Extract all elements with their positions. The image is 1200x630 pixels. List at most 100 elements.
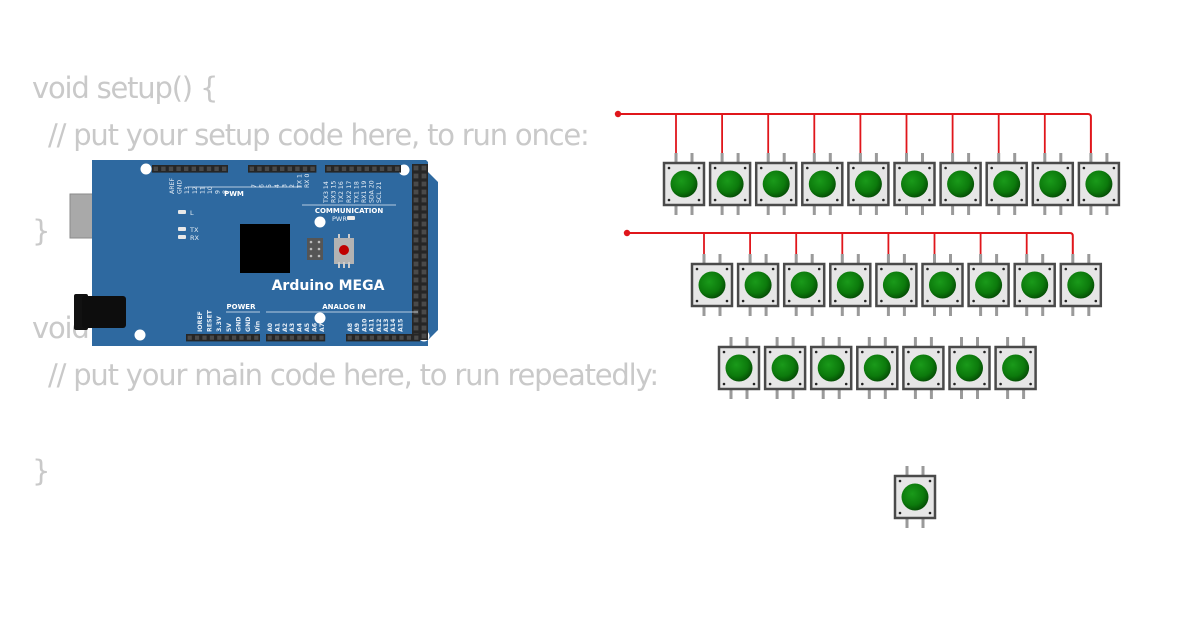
pin-label: A5 xyxy=(304,323,311,332)
led-l-label: L xyxy=(190,209,194,217)
pin-label: 3 xyxy=(281,184,288,188)
button-cap[interactable] xyxy=(901,483,929,511)
pushbutton[interactable] xyxy=(763,337,807,399)
pushbutton[interactable] xyxy=(1013,254,1056,316)
button-cap[interactable] xyxy=(698,271,726,299)
pin-label: 11 xyxy=(199,186,206,194)
button-cap[interactable] xyxy=(1039,170,1067,198)
pushbutton[interactable] xyxy=(847,153,890,215)
code-line: // put your setup code here, to run once… xyxy=(32,118,590,152)
digital-header-top xyxy=(152,165,401,173)
pushbutton[interactable] xyxy=(708,153,752,215)
pin-label: 6 xyxy=(259,184,266,188)
mounting-hole xyxy=(134,329,146,341)
pushbutton[interactable] xyxy=(717,337,761,399)
pin-label: SCL 21 xyxy=(376,181,383,203)
pushbutton[interactable] xyxy=(939,153,982,215)
pushbutton[interactable] xyxy=(967,254,1010,316)
button-cap[interactable] xyxy=(1067,271,1095,299)
power-jack xyxy=(82,296,126,328)
button-cap[interactable] xyxy=(744,271,772,299)
button-cap[interactable] xyxy=(956,354,983,382)
pushbutton[interactable] xyxy=(809,337,853,399)
button-cap[interactable] xyxy=(947,170,975,198)
pin-label: 3.3V xyxy=(216,316,223,332)
pushbutton[interactable] xyxy=(662,153,706,215)
wire-bus[interactable] xyxy=(618,113,1092,155)
pushbutton[interactable] xyxy=(1077,153,1121,215)
communication-label: COMMUNICATION xyxy=(315,207,384,215)
pin-label: 8 xyxy=(222,190,229,194)
pushbutton[interactable] xyxy=(994,337,1037,399)
pushbutton[interactable] xyxy=(893,153,936,215)
button-cap[interactable] xyxy=(854,170,882,198)
code-line: } xyxy=(32,214,50,248)
button-cap[interactable] xyxy=(1085,170,1113,198)
mounting-hole xyxy=(314,216,326,228)
button-cap[interactable] xyxy=(975,271,1003,299)
pushbutton[interactable] xyxy=(754,153,798,215)
pin-label: AREF xyxy=(169,178,176,194)
button-cap[interactable] xyxy=(808,170,836,198)
button-cap[interactable] xyxy=(929,271,956,299)
pin-label: TX3 14 xyxy=(323,181,330,204)
button-cap[interactable] xyxy=(836,271,864,299)
pushbutton[interactable] xyxy=(736,254,780,316)
reset-button[interactable] xyxy=(334,234,354,268)
pin-label: 4 xyxy=(274,184,281,188)
power-analog-header-bottom xyxy=(186,334,420,342)
button-cap[interactable] xyxy=(725,354,753,382)
button-cap[interactable] xyxy=(790,271,818,299)
button-cap[interactable] xyxy=(1021,271,1049,299)
power-label: POWER xyxy=(227,303,257,311)
pin-label: TX 1 xyxy=(297,174,304,189)
pushbutton[interactable] xyxy=(921,254,964,316)
pin-label: 5 xyxy=(266,184,273,188)
pushbutton[interactable] xyxy=(829,254,872,316)
pin-label: Vin xyxy=(255,321,262,332)
pin-label: A10 xyxy=(361,318,368,332)
pin-label: TX2 16 xyxy=(338,181,345,204)
mounting-hole xyxy=(398,164,410,176)
pushbutton[interactable] xyxy=(856,337,899,399)
pin-label: 12 xyxy=(192,186,199,194)
pin-label: RX 0 xyxy=(304,173,311,188)
button-cap[interactable] xyxy=(670,170,698,198)
pin-label: GND xyxy=(235,317,242,332)
digital-header-right xyxy=(412,164,428,340)
pin-label: A11 xyxy=(369,319,376,332)
button-cap[interactable] xyxy=(762,170,790,198)
pushbutton[interactable] xyxy=(985,153,1028,215)
pin-label: A9 xyxy=(354,323,361,332)
button-cap[interactable] xyxy=(1002,354,1030,382)
code-line: void setup() { xyxy=(32,71,218,105)
code-line: } xyxy=(32,454,50,488)
wire-bus[interactable] xyxy=(627,232,1074,256)
pin-label: 10 xyxy=(207,186,214,194)
pushbutton[interactable] xyxy=(902,337,945,399)
pushbutton[interactable] xyxy=(1031,153,1075,215)
pin-label: SDA 20 xyxy=(369,180,376,203)
pushbutton[interactable] xyxy=(801,153,844,215)
button-cap[interactable] xyxy=(863,354,891,382)
pushbutton[interactable] xyxy=(782,254,826,316)
pin-label: A15 xyxy=(397,319,404,332)
button-cap[interactable] xyxy=(817,354,845,382)
pushbutton[interactable] xyxy=(875,254,918,316)
button-cap[interactable] xyxy=(993,170,1021,198)
button-cap[interactable] xyxy=(901,170,928,198)
pin-label: A8 xyxy=(347,323,354,332)
pushbutton[interactable] xyxy=(948,337,991,399)
button-cap[interactable] xyxy=(716,170,744,198)
pin-label: 2 xyxy=(289,184,296,188)
button-cap[interactable] xyxy=(882,271,910,299)
pushbutton[interactable] xyxy=(690,254,734,316)
pushbutton[interactable] xyxy=(1059,254,1103,316)
pushbutton[interactable] xyxy=(893,466,937,528)
button-cap[interactable] xyxy=(909,354,937,382)
button-cap[interactable] xyxy=(771,354,799,382)
microcontroller-chip xyxy=(240,224,290,273)
